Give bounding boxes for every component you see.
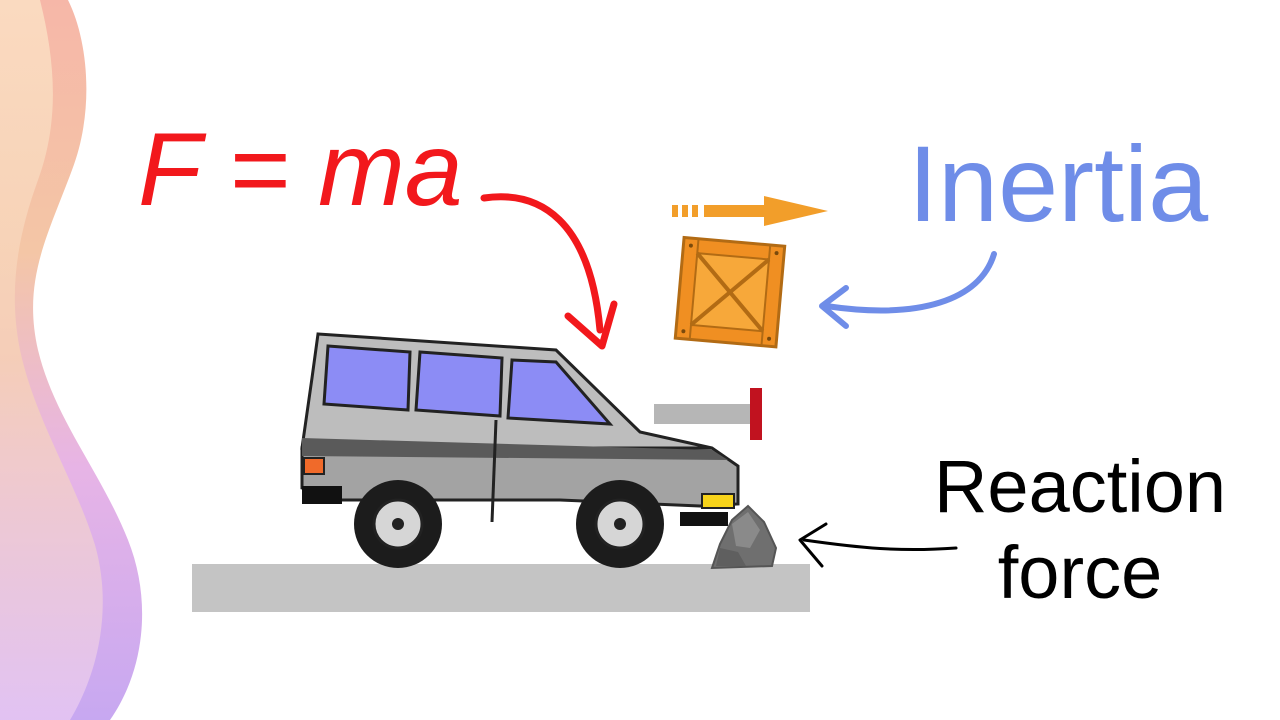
inertia-label: Inertia bbox=[908, 123, 1209, 244]
reaction-arrow bbox=[798, 522, 958, 568]
reaction-line-2: force bbox=[997, 530, 1163, 614]
inertia-arrow bbox=[819, 251, 997, 329]
ground-slab bbox=[192, 564, 810, 612]
formula-label: F = ma bbox=[138, 112, 463, 228]
motion-arrow-icon bbox=[672, 196, 828, 226]
reaction-force-label: Reaction force bbox=[920, 444, 1240, 616]
wooden-crate-icon bbox=[673, 235, 787, 349]
reaction-line-1: Reaction bbox=[933, 445, 1227, 528]
formula-arrow bbox=[480, 193, 618, 350]
suv-icon bbox=[300, 332, 740, 568]
rock-icon bbox=[710, 504, 778, 570]
stop-post bbox=[654, 388, 762, 440]
decorative-ribbon bbox=[0, 0, 143, 720]
